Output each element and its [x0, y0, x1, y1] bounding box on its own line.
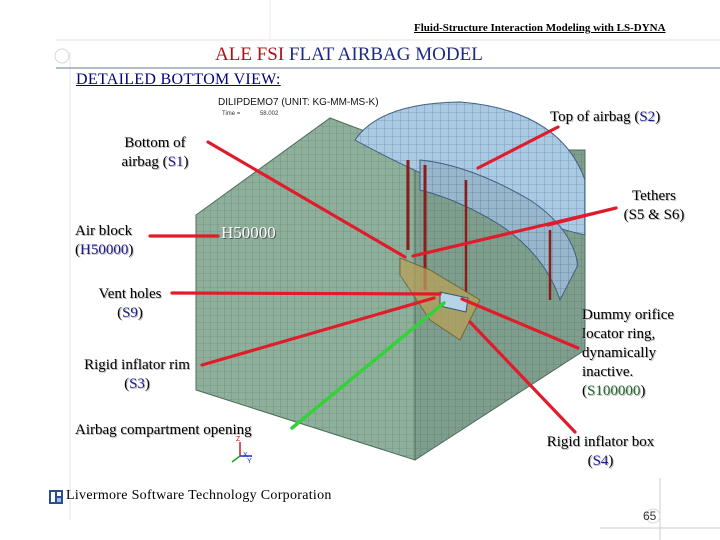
- label-bottom-of-airbag-line1: Bottom of: [100, 134, 210, 153]
- leader-compartment-opening: [292, 303, 444, 428]
- leader-top-of-airbag: [478, 127, 558, 168]
- leader-vent-holes: [172, 293, 440, 294]
- label-bottom-of-airbag-end: ): [184, 154, 189, 170]
- label-vent-holes-end: ): [138, 305, 143, 321]
- label-dummy-orifice-line1: Dummy orifice: [582, 306, 674, 325]
- label-top-of-airbag-code: S2: [639, 109, 655, 125]
- label-dummy-orifice-end: ): [640, 383, 645, 399]
- label-vent-holes-code: S9: [122, 305, 138, 321]
- label-tethers-line1: Tethers: [604, 187, 704, 206]
- label-vent-holes: Vent holes (S9): [80, 285, 180, 323]
- company-logo-icon: [49, 490, 63, 504]
- label-compartment-opening: Airbag compartment opening: [75, 421, 252, 440]
- label-top-of-airbag: Top of airbag (S2): [550, 108, 660, 127]
- label-rigid-inflator-rim: Rigid inflator rim (S3): [62, 356, 212, 394]
- label-rigid-inflator-rim-code: S3: [129, 376, 145, 392]
- leader-bottom-of-airbag: [208, 142, 405, 257]
- page-number: 65: [643, 509, 656, 523]
- label-tethers-line2: (S5 & S6): [604, 206, 704, 225]
- label-dummy-orifice-code: S100000: [587, 383, 640, 399]
- label-rigid-inflator-rim-line1: Rigid inflator rim: [62, 356, 212, 375]
- label-rigid-inflator-box-line1: Rigid inflator box: [528, 433, 673, 452]
- leader-dummy-orifice: [462, 299, 578, 348]
- company-name: Livermore Software Technology Corporatio…: [66, 488, 332, 504]
- label-dummy-orifice-line3: dynamically: [582, 344, 674, 363]
- label-air-block: Air block (H50000): [75, 222, 133, 260]
- label-dummy-orifice: Dummy orifice locator ring, dynamically …: [582, 306, 674, 401]
- label-rigid-inflator-box-code: S4: [593, 453, 609, 469]
- label-rigid-inflator-rim-end: ): [145, 376, 150, 392]
- label-air-block-code: H50000: [80, 242, 128, 258]
- label-tethers: Tethers (S5 & S6): [604, 187, 704, 225]
- label-top-of-airbag-text: Top of airbag (: [550, 109, 639, 125]
- leader-inflator-rim: [202, 298, 434, 365]
- label-bottom-of-airbag-code: S1: [168, 154, 184, 170]
- label-rigid-inflator-box: Rigid inflator box (S4): [528, 433, 673, 471]
- label-air-block-end: ): [128, 242, 133, 258]
- label-vent-holes-line1: Vent holes: [80, 285, 180, 304]
- label-bottom-of-airbag-line2: airbag (: [121, 154, 167, 170]
- label-dummy-orifice-line2: locator ring,: [582, 325, 674, 344]
- label-air-block-line1: Air block: [75, 222, 133, 241]
- label-rigid-inflator-box-end: ): [608, 453, 613, 469]
- label-bottom-of-airbag: Bottom of airbag (S1): [100, 134, 210, 172]
- label-top-of-airbag-end: ): [655, 109, 660, 125]
- label-dummy-orifice-line4: inactive.: [582, 363, 674, 382]
